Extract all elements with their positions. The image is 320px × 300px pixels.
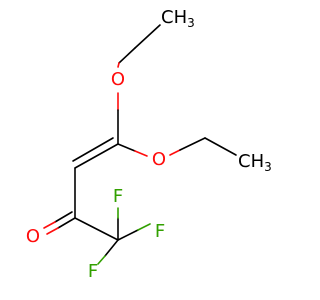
bond-cf3-f-lower bbox=[104, 239, 119, 257]
bonds bbox=[43, 24, 237, 265]
bond-oxygen-top-ch2-o bbox=[117, 62, 120, 68]
bond-c-o-double-2-o bbox=[43, 221, 56, 229]
bond-c-oxygen-mid-o bbox=[134, 150, 148, 157]
bond-cf3-f-right bbox=[117, 229, 139, 241]
oxygen-mid-label: O bbox=[152, 149, 166, 170]
bond-cf3-f-right-f bbox=[137, 223, 151, 231]
bond-c-o-double-1 bbox=[57, 217, 76, 229]
bond-c-oxygen-mid bbox=[117, 143, 136, 152]
fluorine-upper-label: F bbox=[113, 186, 123, 207]
bond-cf3-f-lower-f bbox=[97, 255, 106, 265]
atom-labels: CH3 O O CH3 O F F F bbox=[26, 7, 272, 282]
oxygen-carbonyl-label: O bbox=[26, 226, 40, 247]
bond-c-o-double-2 bbox=[54, 211, 73, 223]
bond-carbonyl-cf3 bbox=[74, 217, 119, 241]
methyl-top-label: CH3 bbox=[161, 7, 195, 30]
bond-ch2-oxygen-top bbox=[118, 47, 136, 64]
bond-ch2-methyl-right bbox=[204, 137, 237, 156]
bond-oxygen-mid-ch2-o bbox=[169, 149, 181, 156]
oxygen-top-label: O bbox=[111, 69, 125, 90]
molecule-structure: CH3 O O CH3 O F F F bbox=[26, 7, 272, 282]
bond-c-c-double-2 bbox=[72, 137, 114, 162]
bond-oxygen-mid-ch2 bbox=[179, 137, 206, 151]
bond-c-o-double-1-o bbox=[46, 227, 59, 235]
bond-c-c-double-1 bbox=[74, 143, 119, 169]
methyl-right-label: CH3 bbox=[238, 151, 272, 174]
fluorine-right-label: F bbox=[155, 221, 165, 242]
fluorine-lower-label: F bbox=[88, 261, 98, 282]
bond-methyl-top-ch2 bbox=[134, 24, 161, 49]
